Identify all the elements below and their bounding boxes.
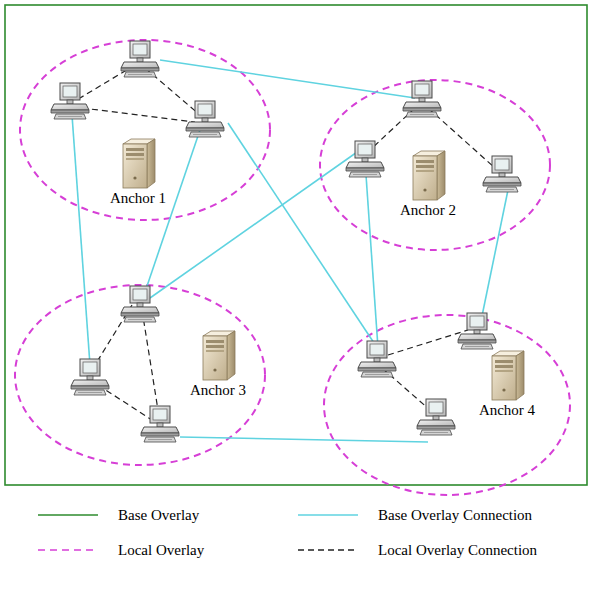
anchor-server: Anchor 4 <box>473 350 541 419</box>
server-icon <box>407 150 449 202</box>
legend-sample <box>38 540 98 560</box>
server-icon <box>486 350 528 402</box>
legend-sample <box>298 540 358 560</box>
local-overlay-ellipses <box>15 40 570 495</box>
legend-row: Base Overlay <box>38 505 201 525</box>
base-overlay-connections <box>72 60 508 442</box>
anchor-server: Anchor 1 <box>104 138 172 207</box>
anchor-label: Anchor 1 <box>108 190 168 207</box>
computers <box>51 41 521 442</box>
anchor-label: Anchor 3 <box>188 382 248 399</box>
legend-row: Local Overlay <box>38 540 206 560</box>
anchor-label: Anchor 4 <box>477 402 537 419</box>
local-overlay-connections <box>80 65 495 420</box>
legend-sample <box>298 505 358 525</box>
legend-label: Local Overlay <box>116 542 206 559</box>
anchor-server: Anchor 3 <box>184 330 252 399</box>
legend-label: Local Overlay Connection <box>376 542 539 559</box>
anchor-server: Anchor 2 <box>394 150 462 219</box>
legend-row: Local Overlay Connection <box>298 540 539 560</box>
anchor-label: Anchor 2 <box>398 202 458 219</box>
server-icon <box>197 330 239 382</box>
legend-label: Base Overlay Connection <box>376 507 534 524</box>
base-overlay-border <box>5 5 587 485</box>
server-icon <box>117 138 159 190</box>
legend-row: Base Overlay Connection <box>298 505 534 525</box>
legend-label: Base Overlay <box>116 507 201 524</box>
legend-sample <box>38 505 98 525</box>
